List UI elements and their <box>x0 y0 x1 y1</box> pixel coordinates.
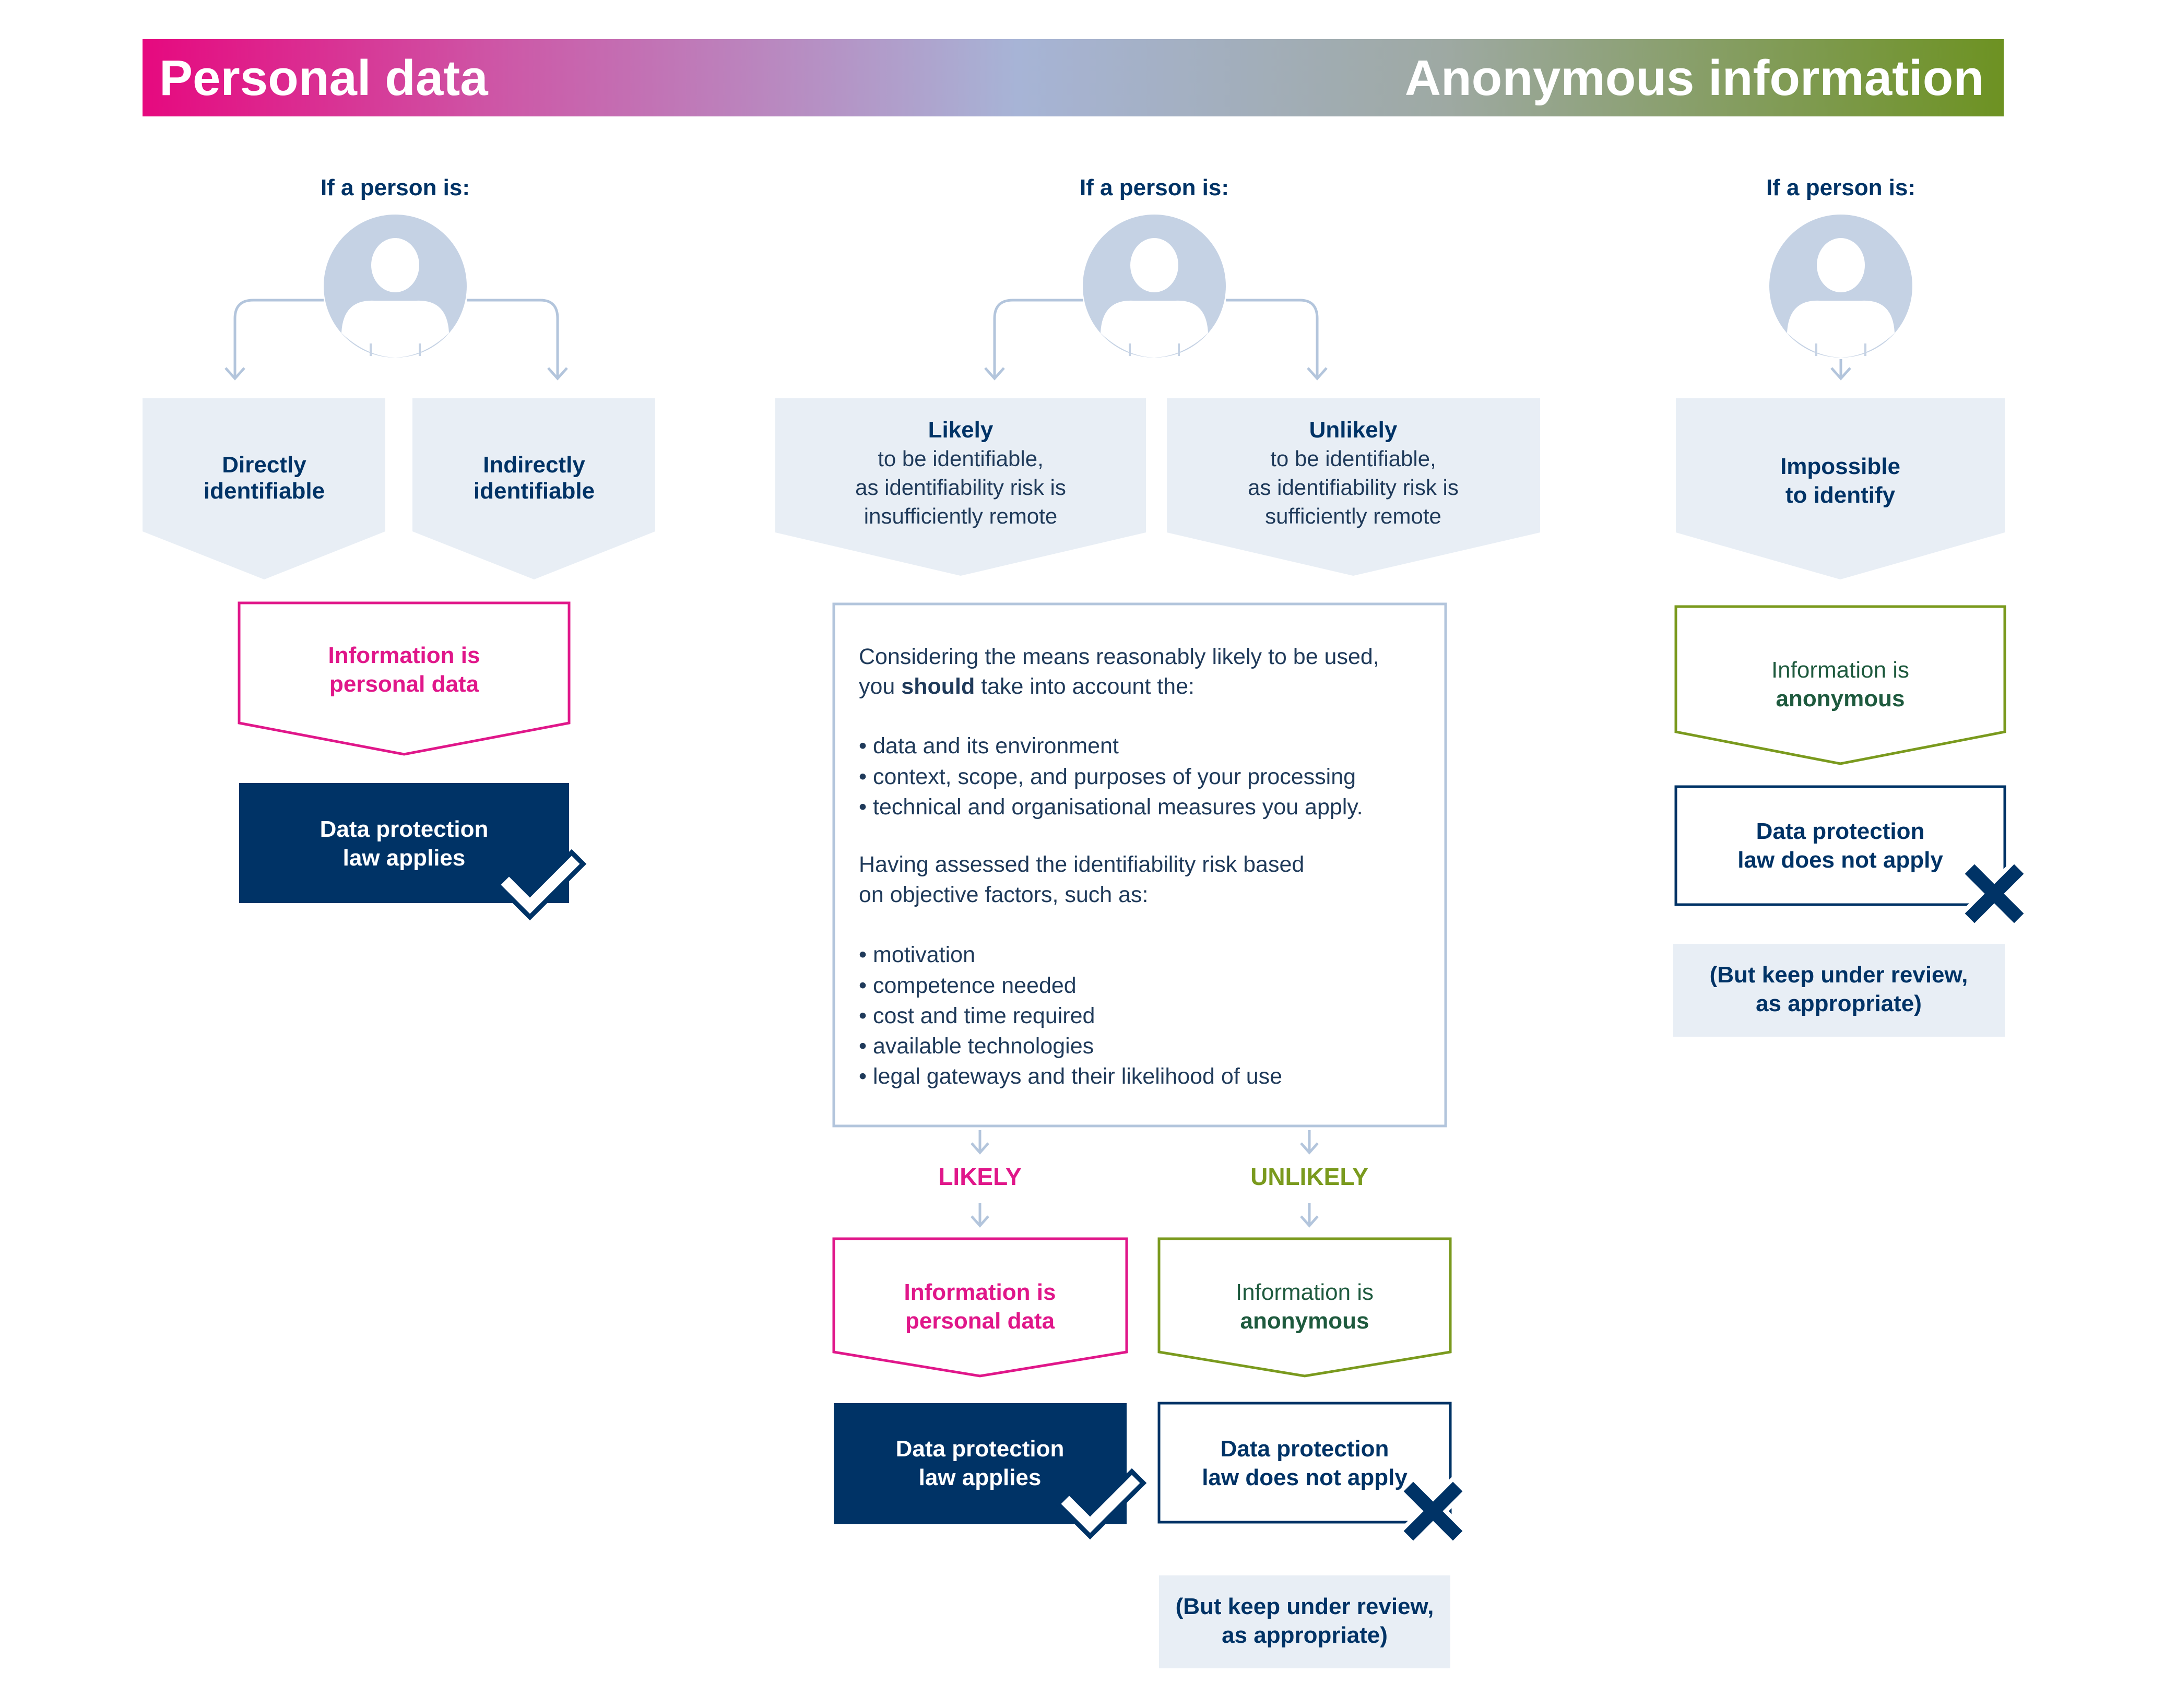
middle-review-note-box <box>1159 1575 1450 1668</box>
middle-likely-line1: to be identifiable, <box>878 446 1044 471</box>
assessment-list2-item: • legal gateways and their likelihood of… <box>859 1064 1282 1089</box>
unlikely-label: UNLIKELY <box>1250 1163 1368 1190</box>
middle-option-unlikely <box>1167 398 1540 576</box>
left-option-directly-line1: Directly <box>222 452 306 478</box>
middle-connectors <box>984 299 1328 381</box>
right-law-line1: Data protection <box>1756 819 1925 844</box>
assessment-list2-item: • cost and time required <box>859 1003 1095 1028</box>
middle-likely-result-box <box>832 1237 1128 1378</box>
left-result-line2: personal data <box>329 671 479 697</box>
middle-down-arrows <box>971 1130 1319 1228</box>
assessment-intro-line1: Considering the means reasonably likely … <box>859 644 1379 669</box>
middle-review-note-line2: as appropriate) <box>1222 1622 1388 1648</box>
cross-icon <box>1959 858 2030 929</box>
header-right-title: Anonymous information <box>1405 50 1984 106</box>
middle-unlikely-line1: to be identifiable, <box>1270 446 1436 471</box>
check-icon <box>494 849 587 921</box>
right-result-line1: Information is <box>1771 657 1909 683</box>
middle-likely-law-line2: law applies <box>919 1465 1042 1490</box>
middle-avatar <box>1082 214 1227 359</box>
right-option-line1: Impossible <box>1780 454 1900 479</box>
right-connector <box>1830 359 1851 381</box>
right-avatar <box>1768 214 1913 359</box>
middle-heading: If a person is: <box>1080 175 1229 200</box>
left-result-box <box>238 601 571 756</box>
right-law-box <box>1674 785 2006 906</box>
middle-unlikely-law-box <box>1157 1402 1452 1524</box>
middle-likely-title: Likely <box>928 417 994 443</box>
middle-review-note-line1: (But keep under review, <box>1176 1594 1434 1619</box>
check-icon <box>1054 1468 1147 1540</box>
left-heading: If a person is: <box>321 175 470 200</box>
right-review-note-line2: as appropriate) <box>1756 991 1922 1016</box>
right-result-box <box>1674 605 2006 765</box>
middle-unlikely-law-line1: Data protection <box>1221 1436 1389 1462</box>
right-result-line2: anonymous <box>1776 686 1905 711</box>
assessment-list2-item: • competence needed <box>859 973 1077 998</box>
right-review-note-line1: (But keep under review, <box>1710 962 1968 988</box>
assessment-list1-item: • technical and organisational measures … <box>859 794 1363 820</box>
assessment-mid-line1: Having assessed the identifiability risk… <box>859 852 1304 877</box>
left-avatar <box>323 214 468 359</box>
left-option-indirectly-line1: Indirectly <box>483 452 585 478</box>
assessment-list1-item: • data and its environment <box>859 733 1119 758</box>
left-law-line2: law applies <box>343 845 466 871</box>
left-connectors <box>224 299 568 381</box>
left-option-indirectly-line2: identifiable <box>474 478 595 504</box>
left-option-directly-line2: identifiable <box>204 478 325 504</box>
assessment-box <box>832 602 1447 1128</box>
middle-likely-line2: as identifiability risk is <box>855 475 1066 500</box>
assessment-list2-item: • motivation <box>859 942 975 967</box>
middle-unlikely-title: Unlikely <box>1309 417 1398 443</box>
right-option-impossible <box>1676 398 2005 579</box>
middle-likely-result-line1: Information is <box>904 1279 1056 1305</box>
middle-likely-result-line2: personal data <box>905 1308 1055 1334</box>
middle-unlikely-line3: sufficiently remote <box>1265 504 1441 528</box>
middle-unlikely-result-line1: Information is <box>1236 1279 1374 1305</box>
left-option-indirectly <box>412 398 655 579</box>
assessment-list2-item: • available technologies <box>859 1034 1094 1059</box>
likely-label: LIKELY <box>938 1163 1021 1190</box>
header-gradient-bar <box>143 39 2004 116</box>
assessment-intro-line2: you should take into account the: <box>859 674 1195 699</box>
middle-unlikely-law-line2: law does not apply <box>1202 1465 1408 1490</box>
middle-likely-law-line1: Data protection <box>896 1436 1065 1462</box>
assessment-mid-line2: on objective factors, such as: <box>859 882 1149 907</box>
right-heading: If a person is: <box>1766 175 1915 200</box>
right-option-line2: to identify <box>1785 482 1896 508</box>
left-result-line1: Information is <box>328 643 480 668</box>
right-review-note-box <box>1673 944 2005 1037</box>
middle-unlikely-line2: as identifiability risk is <box>1248 475 1459 500</box>
left-law-line1: Data protection <box>320 816 489 842</box>
middle-likely-line3: insufficiently remote <box>864 504 1057 528</box>
middle-unlikely-result-box <box>1157 1237 1452 1378</box>
right-law-line2: law does not apply <box>1737 847 1943 873</box>
header-left-title: Personal data <box>159 50 488 106</box>
middle-unlikely-result-line2: anonymous <box>1240 1308 1369 1334</box>
cross-icon <box>1398 1476 1469 1547</box>
left-option-directly <box>143 398 385 579</box>
assessment-list1-item: • context, scope, and purposes of your p… <box>859 764 1356 789</box>
middle-option-likely <box>775 398 1146 576</box>
